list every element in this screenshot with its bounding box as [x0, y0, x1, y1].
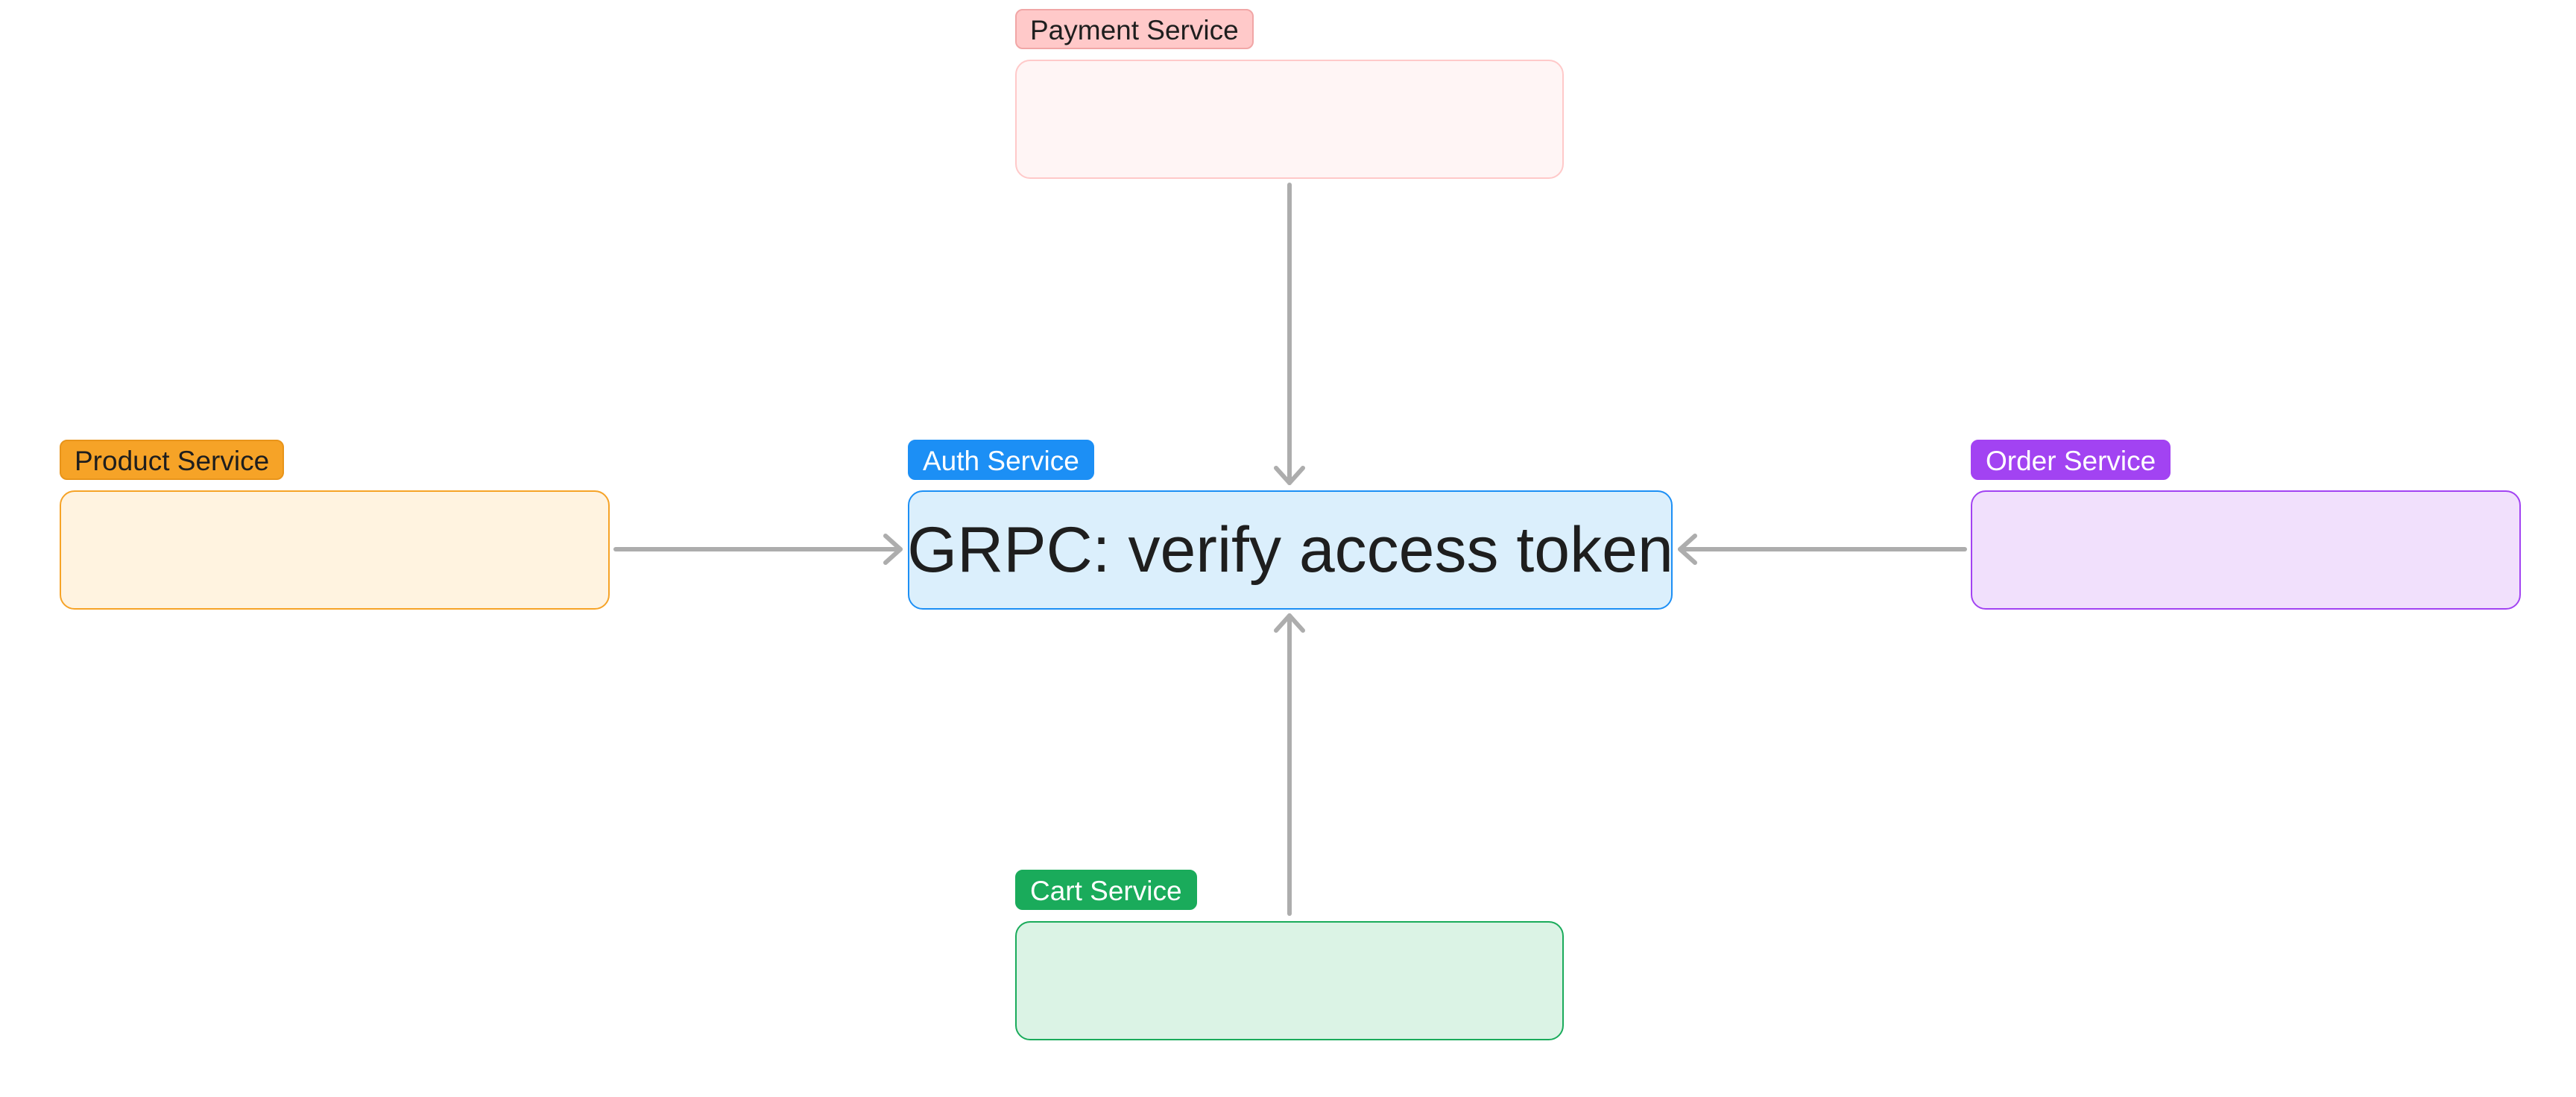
- arrowhead-product-to-auth: [883, 534, 903, 565]
- arrowhead-payment-to-auth: [1274, 466, 1305, 485]
- auth-service-box[interactable]: GRPC: verify access token: [907, 490, 1673, 610]
- order-service-text: [1972, 492, 2519, 608]
- order-service-box[interactable]: [1971, 490, 2521, 610]
- cart-service-tag: Cart Service: [1015, 870, 1197, 910]
- order-service-tag: Order Service: [1971, 440, 2171, 480]
- product-service-box[interactable]: [60, 490, 610, 610]
- payment-service-box[interactable]: [1015, 60, 1564, 179]
- product-service-tag: Product Service: [60, 440, 285, 480]
- arrowhead-order-to-auth: [1678, 534, 1697, 565]
- auth-service-tag: Auth Service: [908, 440, 1094, 480]
- product-service-text: [61, 492, 608, 608]
- arrowhead-cart-to-auth: [1274, 613, 1305, 633]
- auth-service-text: GRPC: verify access token: [907, 513, 1673, 586]
- payment-service-text: [1017, 61, 1562, 177]
- cart-service-text: [1017, 923, 1562, 1039]
- cart-service-box[interactable]: [1015, 921, 1564, 1040]
- payment-service-tag: Payment Service: [1015, 9, 1254, 49]
